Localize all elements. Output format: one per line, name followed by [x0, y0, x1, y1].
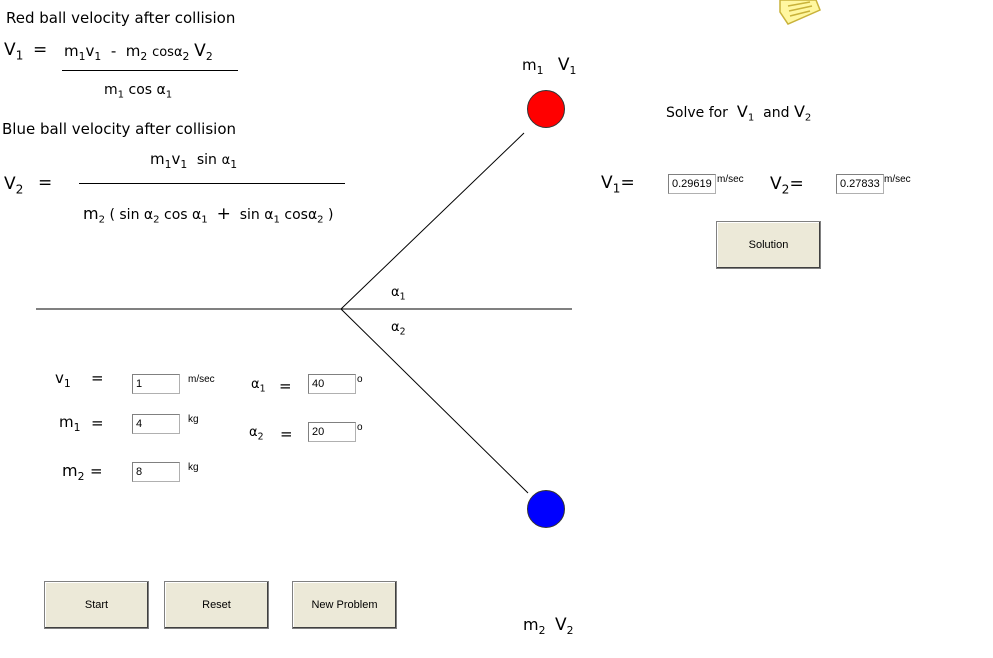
alpha2-angle-label: α2: [391, 320, 406, 338]
v1-formula-denominator: m1 cos α1: [104, 82, 173, 101]
solve-for-title: Solve for V1 and V2: [666, 102, 812, 124]
V1-result-label: V1=: [601, 173, 635, 196]
v1-formula-lhs: V1: [4, 40, 24, 63]
alpha2-input-label: α2: [249, 425, 264, 443]
solution-button[interactable]: Solution: [716, 221, 821, 269]
red-ball-label: m1 V1: [522, 55, 577, 77]
V1-result-field[interactable]: [668, 174, 716, 194]
alpha2-unit: o: [357, 422, 363, 433]
blue-ball-path-line: [340, 308, 529, 494]
v2-formula-equals: =: [38, 173, 53, 193]
alpha2-input[interactable]: [308, 422, 356, 442]
m1-unit: kg: [188, 414, 199, 425]
m1-equals: =: [91, 414, 104, 432]
v2-formula-denominator: m2 ( sin α2 cos α1 + sin α1 cosα2 ): [83, 204, 334, 226]
v1-input-label: v1: [55, 369, 71, 390]
m1-input-label: m1: [59, 413, 81, 434]
V1-result-unit: m/sec: [717, 174, 744, 185]
V2-result-label: V2=: [770, 174, 804, 197]
v1-equals: =: [91, 369, 104, 387]
blue-ball: [527, 490, 565, 528]
reset-button[interactable]: Reset: [164, 581, 269, 629]
v1-formula-numerator: m1v1 - m2 cosα2 V2: [64, 41, 213, 63]
blue-ball-formula-title: Blue ball velocity after collision: [2, 120, 237, 138]
v2-formula-lhs: V2: [4, 174, 24, 197]
alpha1-input[interactable]: [308, 374, 356, 394]
notepad-icon[interactable]: [776, 0, 822, 26]
v1-unit: m/sec: [188, 374, 215, 385]
V2-result-unit: m/sec: [884, 174, 911, 185]
v2-fraction-bar: [79, 183, 345, 184]
alpha1-input-label: α1: [251, 377, 266, 395]
blue-ball-label: m2 V2: [523, 615, 574, 637]
red-ball-path-line: [340, 132, 525, 310]
alpha1-equals: =: [279, 377, 292, 395]
m2-input[interactable]: [132, 462, 180, 482]
m2-input-label: m2: [62, 461, 85, 483]
m2-unit: kg: [188, 462, 199, 473]
alpha1-unit: o: [357, 374, 363, 385]
red-ball-formula-title: Red ball velocity after collision: [6, 9, 236, 27]
new-problem-button[interactable]: New Problem: [292, 581, 397, 629]
start-button[interactable]: Start: [44, 581, 149, 629]
v1-input[interactable]: [132, 374, 180, 394]
v1-formula-equals: =: [33, 40, 48, 60]
m2-equals: =: [90, 462, 103, 480]
alpha2-equals: =: [280, 425, 293, 443]
v2-formula-numerator: m1v1 sin α1: [150, 150, 238, 171]
red-ball: [527, 90, 565, 128]
v1-fraction-bar: [62, 70, 238, 71]
V2-result-field[interactable]: [836, 174, 884, 194]
alpha1-angle-label: α1: [391, 285, 406, 303]
m1-input[interactable]: [132, 414, 180, 434]
